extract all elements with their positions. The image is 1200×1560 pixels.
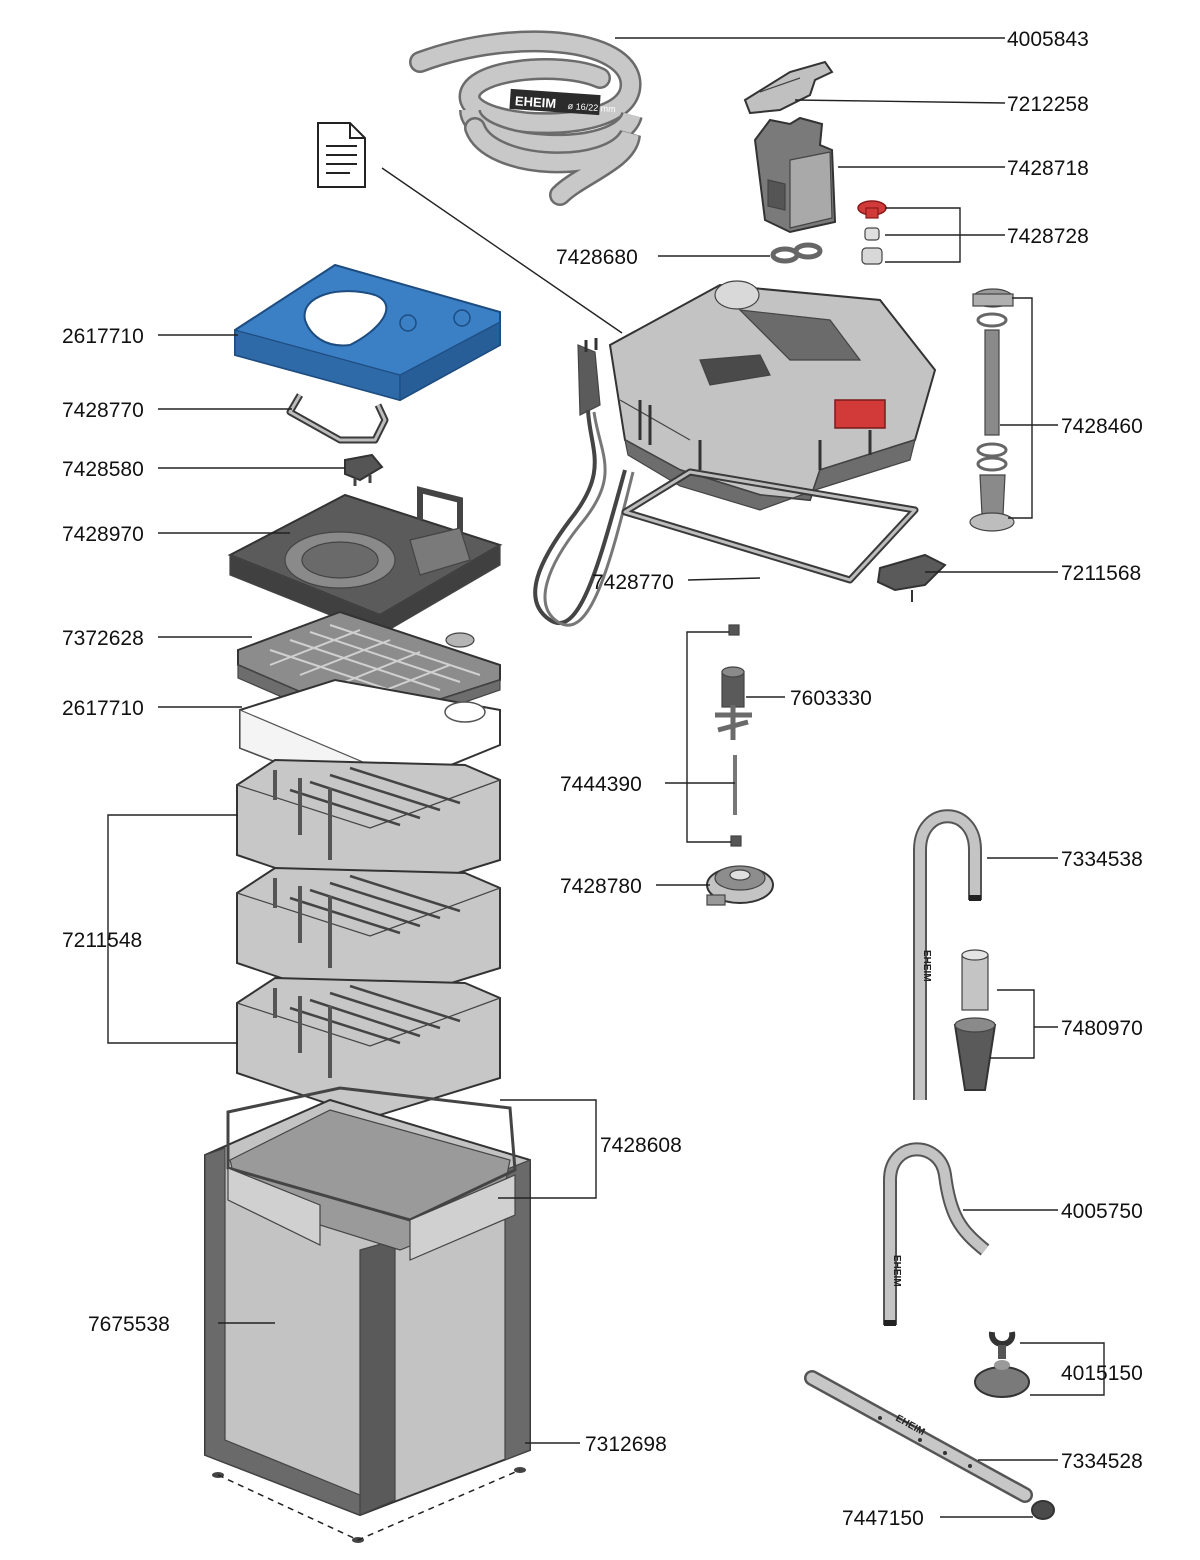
blue-pad-drawing: [234, 263, 501, 402]
inner-frame-drawing: [226, 1086, 517, 1261]
intake-pipe-drawing: EHEIM: [913, 809, 982, 1100]
spray-bar-drawing: EHEIM: [804, 1370, 1033, 1503]
valve-block-drawing: [753, 116, 837, 234]
label-7212258: 7212258: [1007, 93, 1089, 116]
hose-band: [509, 88, 601, 116]
label-7428770-lid: 7428770: [62, 399, 144, 422]
hose-brand-text: EHEIM: [514, 93, 556, 111]
suction-cup-drawing: [974, 1331, 1030, 1398]
label-7428580: 7428580: [62, 458, 144, 481]
small-cap-drawing: [344, 453, 384, 486]
label-4015150: 4015150: [1061, 1362, 1143, 1385]
label-2617710-blue: 2617710: [62, 325, 144, 348]
outlet-pipe-brand: EHEIM: [891, 1255, 902, 1287]
outlet-pipe-drawing: EHEIM: [883, 1142, 990, 1326]
filter-basket-top-drawing: [236, 758, 501, 902]
label-4005843: 4005843: [1007, 28, 1089, 51]
label-4005750: 4005750: [1061, 1200, 1143, 1223]
end-cap-drawing: [1031, 1500, 1055, 1520]
label-7334528: 7334528: [1061, 1450, 1143, 1473]
label-7372628: 7372628: [62, 627, 144, 650]
label-7334538: 7334538: [1061, 848, 1143, 871]
filter-basket-bottom-drawing: [236, 976, 501, 1120]
pump-seal-drawing: [621, 468, 919, 584]
pump-head-drawing: [608, 280, 937, 511]
label-7428718: 7428718: [1007, 157, 1089, 180]
label-7480970: 7480970: [1061, 1017, 1143, 1040]
canister-drawing: [204, 1098, 531, 1517]
hose-coil-drawing: EHEIM ø 16/22 mm: [409, 30, 643, 206]
label-7447150: 7447150: [842, 1507, 924, 1530]
part-labels: 4005843 7212258 7428718 7428728 7428680 …: [62, 28, 1143, 1530]
label-7211548: 7211548: [62, 929, 142, 952]
pump-cover-drawing: [706, 865, 774, 906]
leader-lines: [107, 37, 1105, 1518]
label-7312698: 7312698: [585, 1433, 667, 1456]
document-icon: [317, 122, 366, 188]
label-7211568: 7211568: [1061, 562, 1141, 585]
spindle-assembly-drawing: [969, 288, 1015, 532]
label-7428728: 7428728: [1007, 225, 1089, 248]
label-7428460: 7428460: [1061, 415, 1143, 438]
intake-pipe-brand: EHEIM: [921, 950, 932, 982]
power-cord-drawing: [533, 338, 635, 627]
filter-lid-drawing: [227, 486, 503, 636]
small-parts-drawing: [857, 200, 887, 265]
lid-seal-drawing: [286, 393, 389, 444]
label-7428680: 7428680: [556, 246, 638, 269]
gaskets-drawing: [770, 242, 823, 264]
clip-drawing: [743, 60, 834, 115]
label-7603330: 7603330: [790, 687, 872, 710]
filter-basket-middle-drawing: [236, 866, 501, 1010]
feet-drawing: [212, 1467, 526, 1543]
label-7428780: 7428780: [560, 875, 642, 898]
label-7675538: 7675538: [88, 1313, 170, 1336]
hose-size-text: ø 16/22 mm: [567, 101, 616, 114]
label-7428970: 7428970: [62, 523, 144, 546]
label-7444390: 7444390: [560, 773, 642, 796]
impeller-drawing: [715, 624, 752, 847]
label-7428608: 7428608: [600, 1134, 682, 1157]
label-2617710-white: 2617710: [62, 697, 144, 720]
latch-drawing: [876, 553, 947, 602]
label-7428770-pump: 7428770: [592, 571, 674, 594]
intake-strainer-drawing: [953, 949, 997, 1091]
